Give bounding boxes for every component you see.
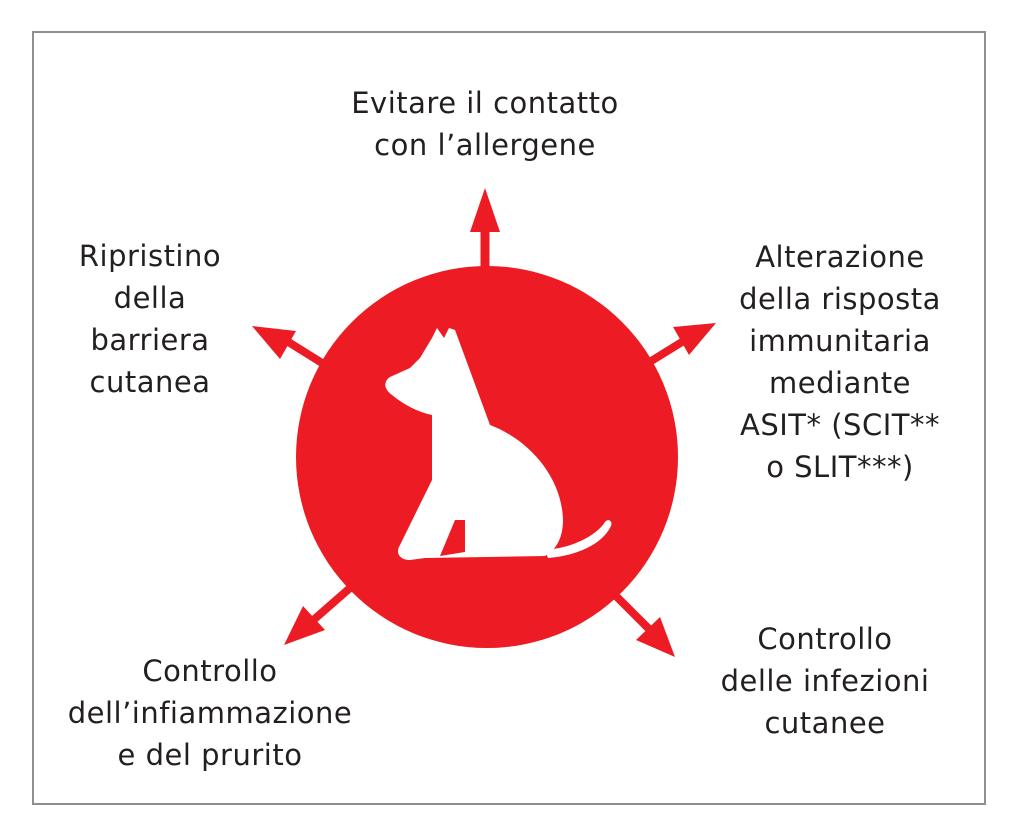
label-upper-left: Ripristino della barriera cutanea <box>50 235 250 403</box>
label-top: Evitare il contatto con l’allergene <box>330 82 640 166</box>
label-line: Controllo <box>142 654 278 688</box>
arrow-upper-right-icon <box>645 323 716 367</box>
label-line: dell’infiammazione <box>67 696 353 730</box>
label-line: della risposta <box>739 282 941 316</box>
arrow-lower-left-icon <box>284 584 353 645</box>
label-line: con l’allergene <box>374 128 596 162</box>
label-line: Alterazione <box>755 240 925 274</box>
label-line: Ripristino <box>78 239 222 273</box>
arrow-lower-right-icon <box>609 589 675 657</box>
label-line: Evitare il contatto <box>351 86 619 120</box>
label-line: ASIT* (SCIT** <box>740 408 940 442</box>
label-upper-right: Alterazione della risposta immunitaria m… <box>710 236 970 488</box>
label-line: cutanee <box>764 706 886 740</box>
label-line: della <box>113 281 187 315</box>
label-line: Controllo <box>757 622 893 656</box>
sitting-dog-icon <box>385 328 612 560</box>
label-line: immunitaria <box>749 324 931 358</box>
label-line: o SLIT***) <box>766 450 914 484</box>
label-lower-right: Controllo delle infezioni cutanee <box>690 618 960 744</box>
arrow-up-icon <box>470 188 500 268</box>
label-line: delle infezioni <box>720 664 930 698</box>
label-line: barriera <box>90 323 210 357</box>
label-line: cutanea <box>89 365 211 399</box>
label-line: mediante <box>769 366 911 400</box>
label-lower-left: Controllo dell’infiammazione e del pruri… <box>50 650 370 776</box>
label-line: e del prurito <box>117 738 303 772</box>
arrow-upper-left-icon <box>252 326 325 367</box>
